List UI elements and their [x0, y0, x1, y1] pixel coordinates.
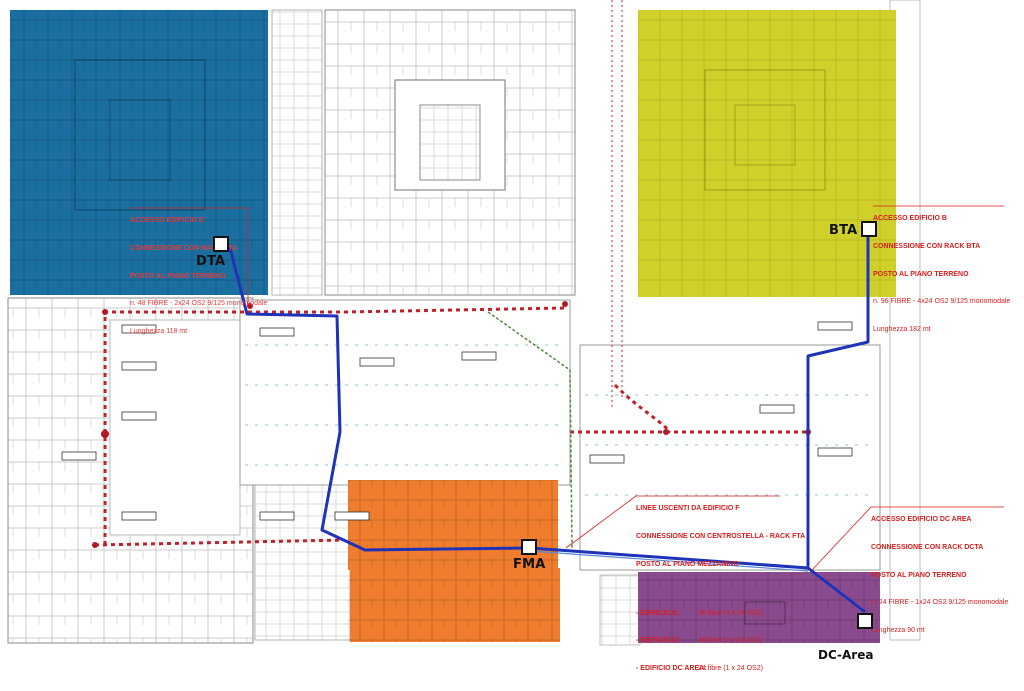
node-dta-label: DTA — [196, 254, 226, 269]
note-building-b-line4: n. 96 FIBRE - 4x24 OS2 9/125 monomodale — [873, 298, 1011, 306]
node-bta-rack[interactable] — [861, 221, 877, 237]
node-fma-label: FMA — [513, 557, 546, 572]
note-building-f-line1: LINEE USCENTI DA EDIFICIO F — [636, 505, 740, 513]
secondary-route — [487, 311, 573, 549]
note-dc-area-line3: POSTO AL PIANO TERRENO — [871, 571, 967, 579]
row-d-name: - EDIFICIO D: — [636, 637, 680, 645]
row-dc-fibers: 24 fibre (1 x 24 OS2) — [698, 664, 763, 672]
equipment-tags — [61, 321, 853, 521]
note-building-b-line3: POSTO AL PIANO TERRENO — [873, 270, 969, 278]
node-dc-area-label: DC-Area — [818, 648, 874, 662]
note-building-b-line5: Lunghezza 182 mt — [873, 325, 931, 333]
zone-building-f — [348, 480, 560, 642]
fiber-route-highlight — [529, 550, 809, 572]
node-fma-rack[interactable] — [521, 539, 537, 555]
note-building-b-line2: CONNESSIONE CON RACK BTA — [873, 243, 981, 251]
note-building-d-line5: Lunghezza 118 mt — [130, 327, 188, 335]
zone-building-b — [638, 10, 896, 297]
note-building-d-line2: CONNESSIONE CON RACK DTA — [130, 245, 238, 253]
note-dc-area: ACCESSO EDIFICIO DC AREA CONNESSIONE CON… — [871, 497, 1008, 653]
note-dc-area-line1: ACCESSO EDIFICIO DC AREA — [871, 516, 972, 524]
note-building-d-line1: ACCESSO EDIFICIO D — [130, 217, 204, 225]
note-building-b-line1: ACCESSO EDIFICIO B — [873, 215, 947, 223]
node-bta-label: BTA — [829, 223, 858, 238]
note-building-f-line2: CONNESSIONE CON CENTROSTELLA - RACK FTA — [636, 533, 806, 541]
note-building-f: LINEE USCENTI DA EDIFICIO F CONNESSIONE … — [636, 486, 805, 691]
note-building-f-line3: POSTO AL PIANO MEZZANINO — [636, 560, 739, 568]
row-b-fibers: 96 fibre (4 x 24 OS2) — [698, 609, 763, 617]
row-dc-name: - EDIFICIO DC AREA: — [636, 664, 707, 672]
note-building-d: ACCESSO EDIFICIO D CONNESSIONE CON RACK … — [130, 198, 267, 354]
floor-plan-drawing — [7, 0, 921, 646]
note-building-f-row-d: - EDIFICIO D: 48 fibre (2 x 24 OS2) — [636, 636, 805, 645]
row-d-fibers: 48 fibre (2 x 24 OS2) — [698, 637, 763, 645]
note-dc-area-line5: Lunghezza 90 mt — [871, 626, 925, 634]
cable-tray-routes — [94, 306, 810, 547]
note-building-f-row-b: - EDIFICIO B: 96 fibre (4 x 24 OS2) — [636, 609, 805, 618]
note-building-f-row-dc: - EDIFICIO DC AREA: 24 fibre (1 x 24 OS2… — [636, 664, 805, 673]
zone-dc-area — [638, 572, 880, 643]
note-dc-area-line2: CONNESSIONE CON RACK DCTA — [871, 544, 984, 552]
node-dta-rack[interactable] — [213, 236, 229, 252]
note-building-d-line4: n. 48 FIBRE - 2x24 OS2 9/125 monomodale — [130, 300, 268, 308]
row-b-name: - EDIFICIO B: — [636, 609, 680, 617]
note-building-b: ACCESSO EDIFICIO B CONNESSIONE CON RACK … — [873, 196, 1010, 352]
note-dc-area-line4: n. 24 FIBRE - 1x24 OS2 9/125 monomodale — [871, 599, 1009, 607]
note-building-d-line3: POSTO AL PIANO TERRENO — [130, 272, 226, 280]
site-network-plan: ACCESSO EDIFICIO D CONNESSIONE CON RACK … — [7, 0, 1011, 672]
fiber-routes — [228, 230, 870, 614]
node-dc-area-rack[interactable] — [857, 613, 873, 629]
